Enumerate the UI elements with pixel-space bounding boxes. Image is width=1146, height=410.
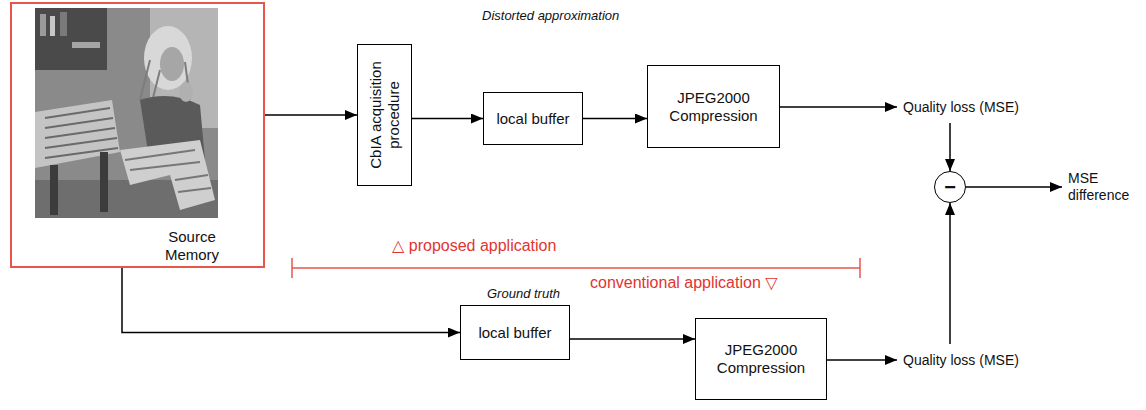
output-label: Quality loss (MSE)	[903, 350, 1027, 370]
node-text: JPEG2000 Compression	[696, 341, 826, 377]
process-box: CbIA acquisition procedure	[357, 44, 412, 186]
photo-illustration	[35, 8, 218, 218]
photo-trousers	[120, 140, 215, 210]
arrow-connector	[570, 338, 695, 340]
arrow-connector	[780, 106, 897, 108]
photo-book	[40, 14, 46, 36]
output-label: MSE difference	[1068, 169, 1142, 205]
photo-hand	[179, 82, 193, 102]
node-text: CbIA acquisition procedure	[367, 50, 403, 180]
process-box: JPEG2000 Compression	[695, 318, 827, 400]
process-box: JPEG2000 Compression	[647, 65, 780, 148]
photo-book	[72, 42, 100, 48]
arrow-connector	[949, 123, 951, 171]
output-label: Quality loss (MSE)	[903, 97, 1027, 117]
arrow-connector	[583, 118, 647, 120]
photo-trouser-stripes	[125, 150, 211, 192]
photo-book	[60, 12, 67, 36]
photo-ground	[35, 8, 218, 218]
bracket-tick	[291, 258, 293, 278]
photo-book	[50, 16, 55, 36]
photo-face	[160, 47, 184, 81]
arrow-connector	[827, 359, 897, 361]
node-text: Quality loss (MSE)	[903, 352, 1019, 369]
arrow-connector	[949, 203, 951, 344]
note-label: Distorted approximation	[482, 8, 619, 23]
memory-region: Source Memory	[10, 2, 265, 268]
node-text: Quality loss (MSE)	[903, 99, 1019, 116]
node-text: −	[944, 177, 956, 197]
photo-cloth-stripes	[45, 108, 118, 158]
subtract-circle: −	[934, 171, 966, 203]
buffer-box: local buffer	[460, 305, 570, 360]
note-label: Ground truth	[487, 286, 560, 301]
node-text: local buffer	[478, 324, 551, 342]
arrow-connector	[122, 268, 460, 333]
photo-bookshelf	[35, 8, 107, 70]
node-text: JPEG2000 Compression	[648, 89, 779, 125]
application-label: conventional application ▽	[590, 273, 778, 292]
bracket-line	[292, 267, 860, 269]
node-text: MSE difference	[1068, 170, 1142, 204]
arrow-connector	[265, 114, 357, 116]
application-label: △ proposed application	[392, 236, 556, 255]
node-text: Source Memory	[152, 228, 232, 264]
buffer-box: local buffer	[483, 92, 583, 145]
arrow-connector	[966, 186, 1062, 188]
photo-table-leg	[100, 152, 108, 212]
photo-table-leg	[50, 165, 58, 215]
node-text: local buffer	[496, 110, 569, 128]
bracket-tick	[859, 258, 861, 278]
photo-scarf	[144, 26, 192, 90]
arrow-connector	[412, 118, 483, 120]
